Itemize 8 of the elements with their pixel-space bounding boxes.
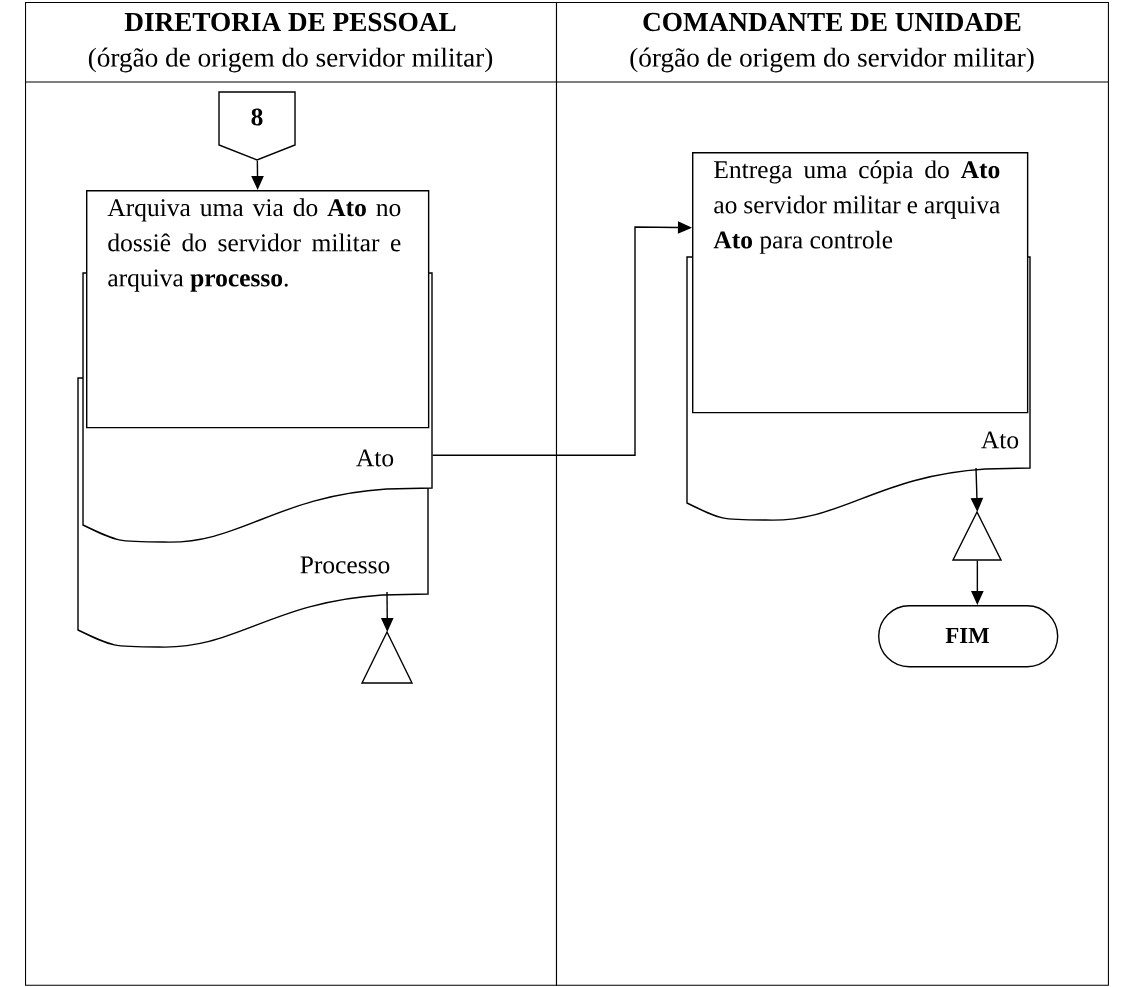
offpage-connector: 8 [218,91,296,161]
terminator: FIM [878,605,1059,668]
lane-heading: DIRETORIA DE PESSOAL [124,12,456,32]
process-box: Entrega uma cópia do Ato ao servidor militar e arquiva Ato para controle [692,152,1029,414]
process-box: Arquiva uma via do Ato no dossiê do servidor militar e arquiva processo. [86,190,430,429]
lane-subheading: (órgão de origem do servidor militar) [630,47,1034,73]
lane-subheading: (órgão de origem do servidor militar) [88,47,493,73]
lane-heading: COMANDANTE DE UNIDADE [643,12,1021,32]
